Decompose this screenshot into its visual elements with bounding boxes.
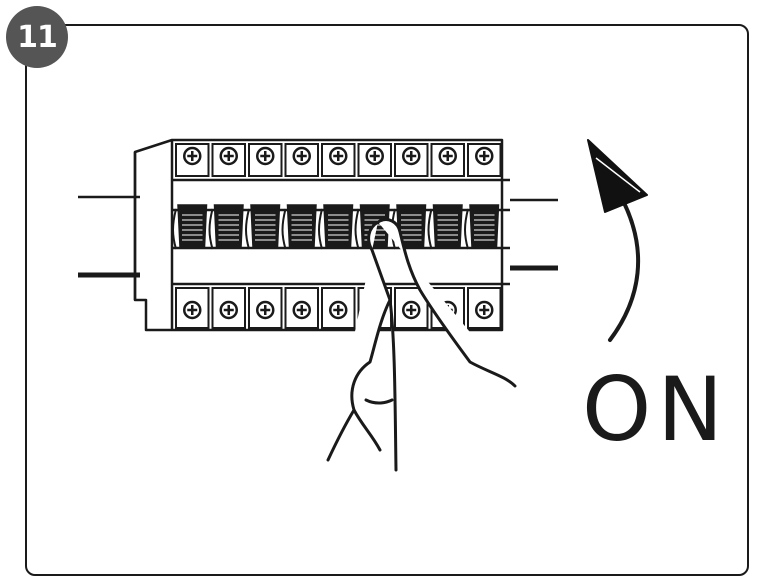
breaker-toggle <box>432 204 463 248</box>
toggle-edge <box>281 208 287 250</box>
toggle-edge <box>245 208 250 250</box>
breaker-toggle <box>213 204 244 248</box>
toggle-edge <box>318 208 323 250</box>
screw-slot <box>223 151 234 161</box>
bottom-terminal <box>284 287 319 329</box>
screw-slot <box>260 305 271 315</box>
toggle-edge <box>464 208 469 250</box>
bottom-terminal <box>321 287 356 329</box>
toggle-edge <box>208 208 214 250</box>
on-label: ON <box>582 358 730 461</box>
curved-arrow-up-icon <box>587 139 648 342</box>
breaker-poles <box>172 143 502 329</box>
step-number-badge: 11 <box>6 6 68 68</box>
breaker-toggle <box>177 204 208 248</box>
screw-slot <box>442 151 453 161</box>
toggle-edge <box>354 208 360 250</box>
step-number: 11 <box>17 19 58 55</box>
toggle-edge <box>427 208 433 250</box>
screw-slot <box>369 151 380 161</box>
screw-slot <box>187 305 198 315</box>
toggle-edge <box>172 208 177 250</box>
screw-slot <box>296 305 307 315</box>
screw-slot <box>333 305 344 315</box>
screw-slot <box>187 151 198 161</box>
pointing-hand-icon <box>326 218 517 472</box>
breaker-toggle <box>250 204 281 248</box>
screw-slot <box>296 151 307 161</box>
screw-slot <box>406 305 417 315</box>
illustration-frame <box>25 24 749 576</box>
din-rail <box>78 195 558 278</box>
breaker-toggle <box>323 204 354 248</box>
breaker-toggle <box>286 204 317 248</box>
screw-slot <box>223 305 234 315</box>
screw-slot <box>479 305 490 315</box>
screw-slot <box>479 151 490 161</box>
screw-slot <box>333 151 344 161</box>
breaker-toggle <box>469 204 500 248</box>
screw-slot <box>406 151 417 161</box>
screw-slot <box>260 151 271 161</box>
